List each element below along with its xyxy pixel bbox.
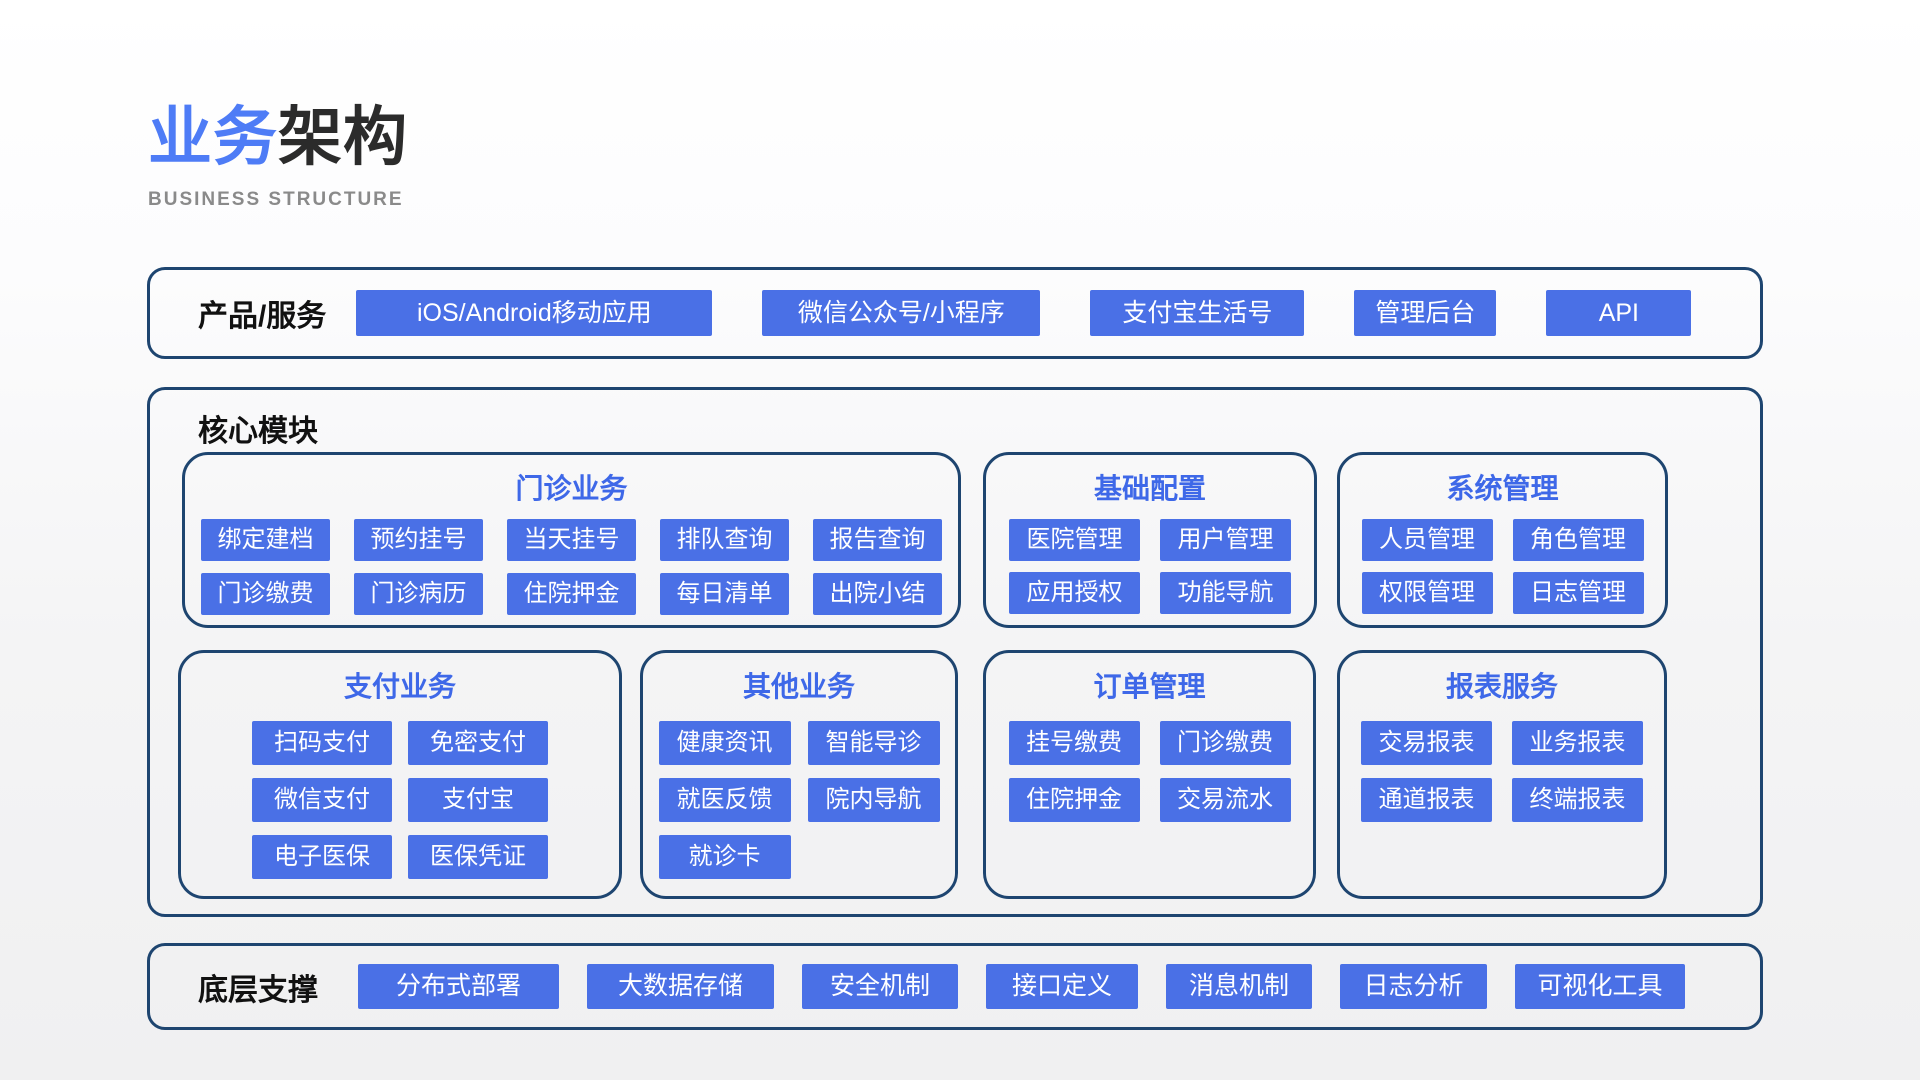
outpatient-grid: 绑定建档 预约挂号 当天挂号 排队查询 报告查询 门诊缴费 门诊病历 住院押金 … — [185, 519, 958, 615]
module-chip: 预约挂号 — [354, 519, 483, 561]
foundation-chip-row: 分布式部署 大数据存储 安全机制 接口定义 消息机制 日志分析 可视化工具 — [358, 964, 1685, 1009]
module-chip: 微信支付 — [252, 778, 392, 822]
page-title-accent: 业务 — [148, 101, 278, 173]
report-services-grid: 交易报表 业务报表 通道报表 终端报表 — [1340, 721, 1664, 822]
box-outpatient-business: 门诊业务 绑定建档 预约挂号 当天挂号 排队查询 报告查询 门诊缴费 门诊病历 … — [182, 452, 961, 628]
page-title: 业务架构 — [148, 101, 408, 173]
module-chip: 功能导航 — [1160, 572, 1291, 614]
other-business-grid: 健康资讯 智能导诊 就医反馈 院内导航 就诊卡 — [643, 721, 955, 879]
module-chip: 医院管理 — [1009, 519, 1140, 561]
module-chip: 通道报表 — [1361, 778, 1492, 822]
module-chip: 门诊缴费 — [1159, 721, 1291, 765]
module-chip: 当天挂号 — [507, 519, 636, 561]
system-management-grid: 人员管理 角色管理 权限管理 日志管理 — [1340, 519, 1665, 614]
foundation-chip-message-mechanism: 消息机制 — [1166, 964, 1312, 1009]
product-chip-wechat-mini-program: 微信公众号/小程序 — [762, 290, 1041, 336]
module-chip: 日志管理 — [1512, 572, 1644, 614]
module-chip: 扫码支付 — [252, 721, 392, 765]
product-chip-ios-android-app: iOS/Android移动应用 — [356, 290, 713, 336]
module-chip: 挂号缴费 — [1008, 721, 1140, 765]
products-band-label: 产品/服务 — [198, 300, 327, 333]
module-chip: 电子医保 — [252, 835, 392, 879]
foundation-chip-visualization-tools: 可视化工具 — [1515, 964, 1685, 1009]
module-chip: 就医反馈 — [658, 778, 791, 822]
foundation-chip-interface-definition: 接口定义 — [986, 964, 1138, 1009]
box-title-payment: 支付业务 — [343, 671, 456, 702]
products-chip-row: iOS/Android移动应用 微信公众号/小程序 支付宝生活号 管理后台 AP… — [356, 290, 1692, 336]
module-chip: 用户管理 — [1160, 519, 1291, 561]
box-report-services: 报表服务 交易报表 业务报表 通道报表 终端报表 — [1337, 650, 1667, 899]
order-management-grid: 挂号缴费 门诊缴费 住院押金 交易流水 — [986, 721, 1313, 822]
foundation-band-label: 底层支撑 — [198, 973, 318, 1007]
module-chip: 住院押金 — [507, 573, 636, 615]
foundation-chip-security: 安全机制 — [802, 964, 958, 1009]
module-chip: 门诊病历 — [354, 573, 483, 615]
box-title-report-services: 报表服务 — [1445, 671, 1558, 702]
module-chip: 角色管理 — [1512, 519, 1644, 561]
core-modules-label: 核心模块 — [198, 415, 318, 448]
basic-config-grid: 医院管理 用户管理 应用授权 功能导航 — [986, 519, 1314, 614]
module-chip: 门诊缴费 — [201, 573, 330, 615]
box-title-other-business: 其他业务 — [742, 671, 855, 702]
module-chip: 医保凭证 — [408, 835, 548, 879]
module-chip: 支付宝 — [408, 778, 548, 822]
box-title-system-management: 系统管理 — [1446, 473, 1559, 504]
module-chip: 绑定建档 — [201, 519, 330, 561]
module-chip: 报告查询 — [813, 519, 942, 561]
module-chip: 排队查询 — [660, 519, 789, 561]
module-chip: 交易流水 — [1159, 778, 1291, 822]
module-chip: 免密支付 — [408, 721, 548, 765]
box-payment-business: 支付业务 扫码支付 免密支付 微信支付 支付宝 电子医保 医保凭证 — [178, 650, 622, 899]
payment-grid: 扫码支付 免密支付 微信支付 支付宝 电子医保 医保凭证 — [181, 721, 619, 879]
module-chip: 交易报表 — [1361, 721, 1492, 765]
module-chip: 出院小结 — [813, 573, 942, 615]
module-chip: 住院押金 — [1008, 778, 1140, 822]
module-chip: 终端报表 — [1512, 778, 1643, 822]
box-other-business: 其他业务 健康资讯 智能导诊 就医反馈 院内导航 就诊卡 — [640, 650, 958, 899]
module-chip: 人员管理 — [1361, 519, 1493, 561]
box-title-basic-config: 基础配置 — [1093, 473, 1206, 504]
title-block: 业务架构 BUSINESS STRUCTURE — [148, 101, 408, 211]
core-modules-band: 核心模块 门诊业务 绑定建档 预约挂号 当天挂号 排队查询 报告查询 门诊缴费 … — [147, 387, 1763, 917]
box-system-management: 系统管理 人员管理 角色管理 权限管理 日志管理 — [1337, 452, 1668, 628]
box-title-outpatient: 门诊业务 — [515, 473, 628, 504]
foundation-chip-big-data-storage: 大数据存储 — [587, 964, 774, 1009]
module-chip: 业务报表 — [1512, 721, 1643, 765]
foundation-band: 底层支撑 分布式部署 大数据存储 安全机制 接口定义 消息机制 日志分析 可视化… — [147, 943, 1763, 1030]
module-chip: 健康资讯 — [658, 721, 791, 765]
box-basic-config: 基础配置 医院管理 用户管理 应用授权 功能导航 — [983, 452, 1317, 628]
module-chip: 权限管理 — [1361, 572, 1493, 614]
product-chip-admin-backend: 管理后台 — [1354, 290, 1497, 336]
page-title-rest: 架构 — [278, 101, 408, 173]
products-band: 产品/服务 iOS/Android移动应用 微信公众号/小程序 支付宝生活号 管… — [147, 267, 1763, 359]
module-chip: 每日清单 — [660, 573, 789, 615]
module-chip: 院内导航 — [807, 778, 940, 822]
box-title-order-management: 订单管理 — [1093, 671, 1206, 702]
product-chip-alipay-life: 支付宝生活号 — [1090, 290, 1305, 336]
foundation-chip-log-analysis: 日志分析 — [1340, 964, 1487, 1009]
module-chip: 应用授权 — [1009, 572, 1140, 614]
page-subtitle: BUSINESS STRUCTURE — [148, 189, 404, 211]
module-chip: 智能导诊 — [807, 721, 940, 765]
module-chip: 就诊卡 — [658, 835, 791, 879]
box-order-management: 订单管理 挂号缴费 门诊缴费 住院押金 交易流水 — [983, 650, 1316, 899]
product-chip-api: API — [1546, 290, 1692, 336]
foundation-chip-distributed-deploy: 分布式部署 — [358, 964, 559, 1009]
